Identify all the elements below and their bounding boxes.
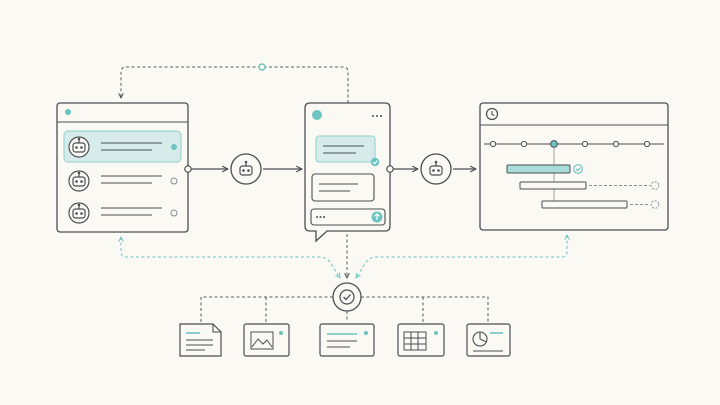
agent-node-2[interactable]	[420, 153, 452, 185]
output-table[interactable]	[397, 323, 445, 357]
connector-node	[386, 165, 394, 173]
agent-list-panel	[56, 102, 189, 233]
check-icon	[573, 164, 583, 174]
timeline-step-active[interactable]	[550, 140, 558, 148]
timeline-step[interactable]	[581, 140, 589, 148]
connector-node	[184, 165, 192, 173]
task-bar-3[interactable]	[541, 200, 660, 209]
hub-node[interactable]	[332, 282, 362, 312]
task-bar-1[interactable]	[506, 164, 583, 174]
timeline-step[interactable]	[643, 140, 651, 148]
output-document[interactable]	[179, 323, 222, 357]
agent-node-1[interactable]	[230, 153, 262, 185]
feedback-loop-line	[121, 66, 349, 103]
check-icon	[370, 157, 380, 167]
timeline-step[interactable]	[520, 140, 528, 148]
pie-chart-icon	[472, 331, 503, 352]
agent-row-1[interactable]	[63, 130, 182, 163]
chat-panel	[304, 102, 391, 243]
empty-circle	[650, 200, 660, 209]
active-dot	[171, 144, 177, 150]
distribution-lines	[200, 296, 489, 322]
output-text-card[interactable]	[319, 323, 375, 357]
empty-circle	[170, 177, 178, 185]
send-arrow-icon[interactable]	[371, 211, 383, 223]
timeline-step[interactable]	[489, 140, 497, 148]
chat-message-2	[311, 173, 375, 202]
chat-message-1	[315, 135, 380, 167]
clock-icon	[485, 107, 499, 121]
task-bar-2[interactable]	[519, 181, 660, 190]
link-right-to-hub	[356, 235, 567, 278]
document-icon	[186, 332, 213, 351]
link-left-to-hub	[121, 237, 340, 278]
output-pie-chart[interactable]	[466, 323, 511, 357]
timeline-step[interactable]	[612, 140, 620, 148]
timeline-panel	[479, 102, 669, 231]
window-dot	[65, 109, 71, 115]
chat-avatar	[312, 110, 322, 120]
loop-node	[258, 63, 266, 71]
ellipsis-icon[interactable]	[372, 115, 382, 117]
table-icon	[403, 331, 438, 351]
agent-row-2[interactable]	[68, 170, 178, 192]
empty-circle	[170, 209, 178, 217]
text-card-icon	[327, 331, 368, 348]
chat-composer[interactable]	[310, 208, 386, 226]
image-icon	[250, 331, 283, 350]
check-circle-icon	[339, 289, 355, 305]
agent-row-3[interactable]	[68, 202, 178, 224]
output-image[interactable]	[243, 323, 290, 357]
empty-circle	[650, 181, 660, 190]
